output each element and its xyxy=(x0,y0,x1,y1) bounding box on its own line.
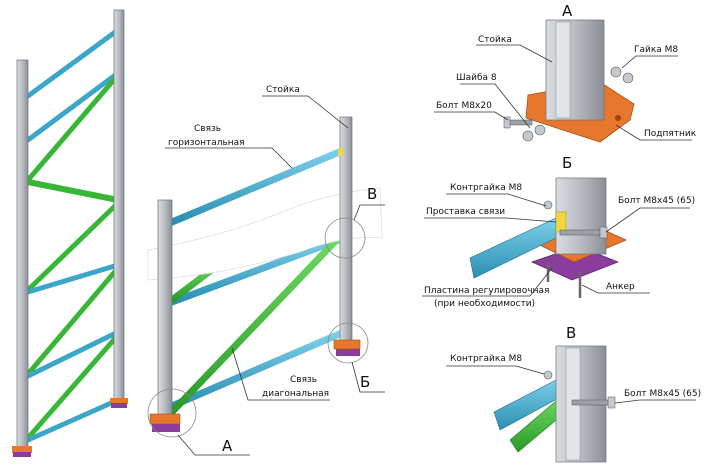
bolt-m8x45 xyxy=(571,396,616,409)
detail-a-shaiba: Шайба 8 xyxy=(456,73,497,83)
detail-a-podpyatnik: Подпятник xyxy=(644,129,697,139)
horizontal-brace xyxy=(25,262,121,295)
left-frame-braces xyxy=(25,27,121,443)
leader-line xyxy=(460,83,531,129)
leader-line xyxy=(621,55,678,69)
nut-m8 xyxy=(622,72,634,84)
full-frame-left xyxy=(12,9,128,457)
base-plate xyxy=(149,413,181,425)
diagonal-brace xyxy=(25,200,121,293)
detail-b-bolt: Болт М8х45 (65) xyxy=(618,196,695,206)
base-plate xyxy=(12,446,32,453)
detail-a-stoika: Стойка xyxy=(478,35,512,45)
leader-line xyxy=(351,361,385,393)
break-ribbon xyxy=(147,187,383,281)
anchor-plate xyxy=(152,424,180,432)
cut-frame-middle: А Б В Стойка Связь горизонтальная Связь … xyxy=(147,85,385,456)
marker-v: В xyxy=(367,185,377,203)
detail-v-bolt: Болт М8х45 (65) xyxy=(624,389,701,399)
leader-line xyxy=(434,111,509,121)
sv-diag-label-2: диагональная xyxy=(262,389,329,399)
detail-b: Б Контргайка М8 Проставка связи Болт М8х… xyxy=(422,154,695,309)
marker-b: Б xyxy=(360,373,370,391)
diagonal-brace xyxy=(25,265,121,377)
locknut-m8 xyxy=(543,200,553,210)
detail-circle-a xyxy=(147,388,197,438)
detail-circle-v xyxy=(324,217,366,259)
leader-line xyxy=(605,207,690,233)
detail-a-gaika: Гайка М8 xyxy=(634,45,678,55)
brace-spacer xyxy=(555,211,567,233)
leader-line xyxy=(446,193,547,207)
horizontal-brace xyxy=(168,146,348,226)
anchor-plate xyxy=(13,452,31,457)
detail-v-kontrgaika: Контргайка М8 xyxy=(450,354,522,364)
stoika-label: Стойка xyxy=(266,85,300,95)
diagonal-brace xyxy=(168,228,348,416)
leader-line xyxy=(177,434,250,456)
detail-a-title: А xyxy=(562,2,573,20)
marker-a: А xyxy=(222,437,233,455)
detail-b-anker: Анкер xyxy=(606,282,635,292)
upright xyxy=(545,19,605,121)
horizontal-brace xyxy=(168,234,348,306)
diagonal-brace xyxy=(25,179,121,203)
horizontal-brace xyxy=(25,329,121,379)
horizontal-brace xyxy=(25,70,121,143)
leader-line xyxy=(353,204,385,221)
detail-b-title: Б xyxy=(562,154,572,172)
leader-line xyxy=(476,44,553,63)
sv-hor-label-1: Связь xyxy=(194,124,221,134)
detail-a: А Стойка Гайка М8 Шайба 8 Болт М8х20 Под… xyxy=(434,2,697,143)
brace-connector xyxy=(338,148,343,156)
leader-line xyxy=(231,347,330,401)
bolt-m8x45 xyxy=(559,226,608,239)
horizontal-brace xyxy=(168,328,348,410)
sv-diag-label-1: Связь xyxy=(290,375,317,385)
anchor-plate xyxy=(336,349,360,356)
detail-b-plastina-1: Пластина регулировочная xyxy=(424,286,549,296)
base-plate-hole xyxy=(615,115,621,121)
leader-line xyxy=(446,365,545,375)
upright-left-back xyxy=(113,9,125,403)
detail-v-title: В xyxy=(566,324,576,342)
washer-8 xyxy=(534,124,546,136)
detail-b-plastina-2: (при необходимости) xyxy=(434,299,535,309)
detail-circle-b xyxy=(327,322,369,364)
detail-b-kontrgaika: Контргайка М8 xyxy=(450,183,522,193)
leader-line xyxy=(422,267,553,297)
horizontal-brace xyxy=(25,27,121,99)
detail-v: В Контргайка М8 Болт М8х45 (65) xyxy=(446,324,701,463)
leader-line xyxy=(165,147,293,169)
nut-m8 xyxy=(610,66,622,78)
diagonal-brace xyxy=(25,332,121,441)
leader-line xyxy=(262,95,349,129)
leader-line xyxy=(614,399,696,404)
washer-8 xyxy=(522,130,534,142)
horizontal-brace xyxy=(25,397,121,443)
base-plate xyxy=(110,398,128,404)
detail-a-bolt: Болт М8х20 xyxy=(436,101,492,111)
upright-left-front xyxy=(16,59,29,451)
leader-line xyxy=(424,217,557,223)
detail-b-prostavka: Проставка связи xyxy=(426,207,505,217)
locknut-m8 xyxy=(543,370,553,380)
sv-hor-label-2: горизонтальная xyxy=(168,138,245,148)
upright-face xyxy=(555,21,571,119)
diagonal-brace xyxy=(25,72,121,183)
bolt-m8x20 xyxy=(503,116,533,129)
base-plate xyxy=(333,339,361,350)
anchor-plate xyxy=(111,403,127,408)
leader-line xyxy=(581,284,650,294)
leader-line xyxy=(615,124,692,141)
